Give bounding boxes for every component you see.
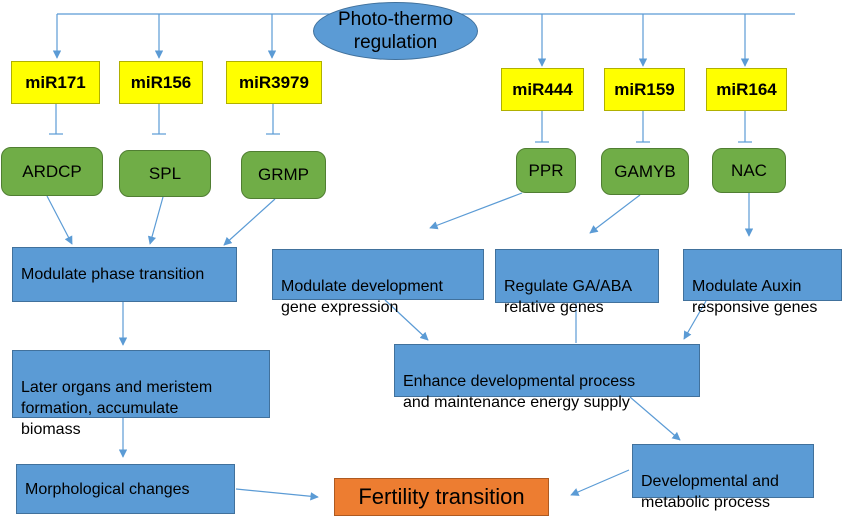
gene-spl: SPL	[119, 150, 211, 197]
mirna-label: miR156	[130, 72, 192, 92]
fertility-transition-label: Fertility transition	[358, 484, 525, 509]
mirna-label: miR3979	[239, 72, 309, 92]
process-organs-meristem: Later organs and meristem formation, acc…	[12, 350, 270, 438]
mirna-label: miR164	[716, 79, 777, 99]
gene-label: GRMP	[258, 165, 309, 184]
mirna-label: miR159	[614, 79, 675, 99]
edge-devmeta-to-fertility	[570, 469, 630, 496]
process-label: Modulate Auxin responsive genes	[692, 278, 818, 316]
process-label: Modulate development gene expression	[281, 278, 443, 316]
mirna-mir3979: miR3979	[226, 61, 322, 104]
process-morphological-changes: Morphological changes	[16, 464, 235, 514]
edge-auxin-to-enhance	[683, 300, 707, 340]
edge-ardcp-to-phase	[46, 195, 73, 245]
mirna-mir164: miR164	[706, 68, 787, 111]
mirna-label: miR171	[25, 72, 86, 92]
gene-label: PPR	[528, 160, 564, 180]
process-label: Modulate phase transition	[21, 266, 205, 283]
edge-devgene-to-enhance	[384, 299, 429, 341]
process-ga-aba-genes: Regulate GA/ABA relative genes	[495, 249, 659, 316]
mirna-mir159: miR159	[604, 68, 685, 111]
process-development-gene-expression: Modulate development gene expression	[272, 249, 484, 316]
gene-ardcp: ARDCP	[1, 147, 103, 196]
mirna-mir156: miR156	[119, 61, 203, 104]
process-label: Regulate GA/ABA relative genes	[504, 278, 633, 316]
gene-label: GAMYB	[614, 161, 676, 181]
gene-label: SPL	[148, 163, 182, 183]
gene-nac: NAC	[712, 148, 786, 193]
process-label: Later organs and meristem formation, acc…	[21, 379, 213, 438]
gene-label: NAC	[731, 160, 767, 180]
edge-gamyb-to-gaaba	[589, 194, 641, 234]
gene-grmp: GRMP	[241, 151, 326, 199]
mirna-label: miR444	[512, 79, 573, 99]
gene-gamyb: GAMYB	[601, 148, 689, 195]
mirna-mir444: miR444	[501, 68, 584, 111]
photo-thermo-regulation-label: Photo-thermo regulation	[337, 9, 454, 53]
gene-label: ARDCP	[22, 161, 82, 181]
process-developmental-metabolic: Developmental and metabolic process	[632, 444, 814, 511]
edge-spl-to-phase	[147, 196, 164, 245]
process-auxin-genes: Modulate Auxin responsive genes	[683, 249, 842, 316]
process-label: Enhance developmental process and mainte…	[403, 373, 636, 411]
gene-ppr: PPR	[516, 148, 576, 193]
mirna-mir171: miR171	[11, 61, 100, 104]
edge-morph-to-fertility	[235, 488, 319, 501]
process-phase-transition: Modulate phase transition	[12, 247, 237, 302]
photo-thermo-regulation-node: Photo-thermo regulation	[313, 2, 478, 60]
edge-enhance-to-devmeta	[629, 396, 681, 441]
edge-ppr-to-devgene	[429, 192, 523, 230]
process-label: Developmental and metabolic process	[641, 473, 779, 511]
edge-grmp-to-phase	[223, 198, 276, 246]
process-label: Morphological changes	[25, 480, 190, 498]
process-enhance-development: Enhance developmental process and mainte…	[394, 344, 700, 411]
fertility-transition-node: Fertility transition	[334, 478, 549, 516]
